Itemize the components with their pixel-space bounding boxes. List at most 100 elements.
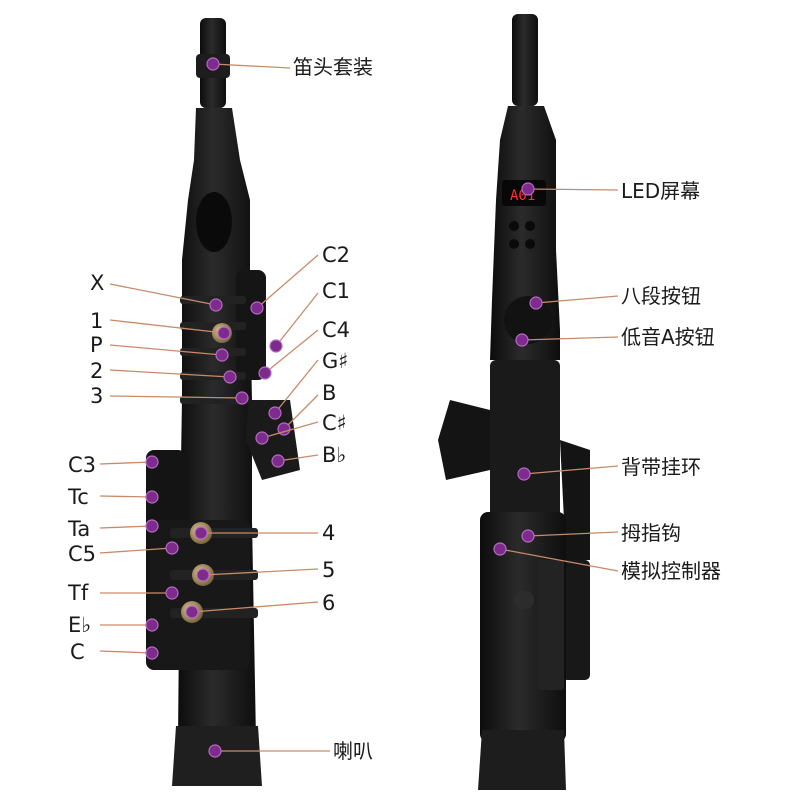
label-csharp: C♯ xyxy=(322,411,347,435)
back-upper-body xyxy=(490,106,560,360)
marker-dot-strap xyxy=(517,467,531,481)
label-c1: C1 xyxy=(322,279,350,303)
callouts: 笛头套装X1P23C2C1C4G♯BC♯B♭C3TcTaC5TfE♭C456喇叭… xyxy=(67,55,721,763)
leader-line-c2 xyxy=(256,254,319,309)
back-side-keys xyxy=(438,400,490,480)
leader-line-led xyxy=(527,188,619,191)
leader-line-x xyxy=(109,283,217,306)
marker-dot-k6 xyxy=(185,605,199,619)
marker-dot-c1 xyxy=(269,339,283,353)
label-c2: C2 xyxy=(322,243,350,267)
label-led: LED屏幕 xyxy=(621,179,700,203)
back-keys-right-column xyxy=(562,560,590,680)
leader-line-k2 xyxy=(109,369,231,378)
label-k6: 6 xyxy=(322,591,335,615)
label-x: X xyxy=(90,271,104,295)
marker-dot-bflat xyxy=(271,454,285,468)
label-c5: C5 xyxy=(68,542,96,566)
marker-dot-analog xyxy=(493,542,507,556)
leader-line-k5 xyxy=(202,568,319,576)
front-lower-pad xyxy=(150,520,250,670)
label-bflat: B♭ xyxy=(322,443,346,467)
label-analog: 模拟控制器 xyxy=(621,559,721,583)
back-bell xyxy=(478,730,566,790)
label-bell: 喇叭 xyxy=(333,739,373,763)
label-ta: Ta xyxy=(67,517,90,541)
marker-dot-tc xyxy=(145,490,159,504)
label-k3: 3 xyxy=(90,384,103,408)
leader-line-c4 xyxy=(264,329,319,374)
marker-dot-c5 xyxy=(165,541,179,555)
back-small-buttons xyxy=(509,221,535,249)
leader-line-c xyxy=(99,650,153,654)
marker-dot-eflat xyxy=(145,618,159,632)
front-neck-vent xyxy=(196,192,232,252)
marker-dot-c xyxy=(145,646,159,660)
leader-line-p xyxy=(109,344,223,356)
leader-line-tc xyxy=(99,495,153,498)
marker-dot-k5 xyxy=(196,568,210,582)
marker-dot-c2 xyxy=(250,301,264,315)
label-tf: Tf xyxy=(67,581,89,605)
leader-line-gsharp xyxy=(274,359,319,414)
leader-line-analog xyxy=(499,548,619,572)
back-mid-body xyxy=(490,360,560,520)
leader-line-k1 xyxy=(109,319,225,334)
label-eflat: E♭ xyxy=(68,613,91,637)
label-k5: 5 xyxy=(322,558,335,582)
instrument-back: A01 xyxy=(438,14,590,790)
marker-dot-octave xyxy=(529,296,543,310)
back-label-plate xyxy=(538,560,564,690)
leader-line-c1 xyxy=(275,292,319,347)
label-c: C xyxy=(70,640,85,664)
label-k4: 4 xyxy=(322,521,335,545)
instrument-front xyxy=(146,18,300,786)
leader-line-c3 xyxy=(99,461,153,465)
marker-dot-ta xyxy=(145,519,159,533)
label-strap: 背带挂环 xyxy=(621,455,701,479)
label-mouthpiece: 笛头套装 xyxy=(293,55,373,79)
label-k2: 2 xyxy=(90,359,103,383)
marker-dot-c3 xyxy=(145,455,159,469)
marker-dot-bell xyxy=(208,744,222,758)
label-tc: Tc xyxy=(67,485,89,509)
back-mouthpiece xyxy=(512,14,538,106)
marker-dot-thumb xyxy=(521,529,535,543)
marker-dot-x xyxy=(209,298,223,312)
label-c3: C3 xyxy=(68,453,96,477)
leader-line-lowa xyxy=(521,336,619,341)
octave-disc xyxy=(504,296,552,344)
marker-dot-lowa xyxy=(515,333,529,347)
leader-line-bflat xyxy=(277,454,319,462)
label-p: P xyxy=(90,333,103,357)
leader-line-octave xyxy=(535,295,619,304)
marker-dot-tf xyxy=(165,586,179,600)
marker-dot-k3 xyxy=(235,391,249,405)
marker-dot-mouthpiece xyxy=(206,57,220,71)
leader-line-csharp xyxy=(261,421,319,439)
leader-line-k6 xyxy=(191,601,319,613)
leader-line-thumb xyxy=(527,531,619,537)
label-c4: C4 xyxy=(322,318,350,342)
label-k1: 1 xyxy=(90,309,103,333)
label-gsharp: G♯ xyxy=(322,349,348,373)
marker-dot-k2 xyxy=(223,370,237,384)
leader-line-mouthpiece xyxy=(212,63,291,69)
marker-dot-gsharp xyxy=(268,406,282,420)
leader-line-strap xyxy=(523,465,619,475)
marker-dot-k1 xyxy=(217,326,231,340)
leader-line-ta xyxy=(99,525,153,529)
marker-dot-c4 xyxy=(258,366,272,380)
leader-line-b xyxy=(283,394,319,430)
marker-dot-led xyxy=(521,182,535,196)
marker-dot-csharp xyxy=(255,431,269,445)
leader-line-k3 xyxy=(109,395,243,399)
label-octave: 八段按钮 xyxy=(621,284,701,308)
label-lowa: 低音A按钮 xyxy=(621,325,715,349)
back-analog-stick xyxy=(514,590,534,610)
label-b: B xyxy=(322,381,336,405)
leader-line-c5 xyxy=(99,547,173,554)
label-thumb: 拇指钩 xyxy=(621,521,681,545)
marker-dot-k4 xyxy=(194,526,208,540)
